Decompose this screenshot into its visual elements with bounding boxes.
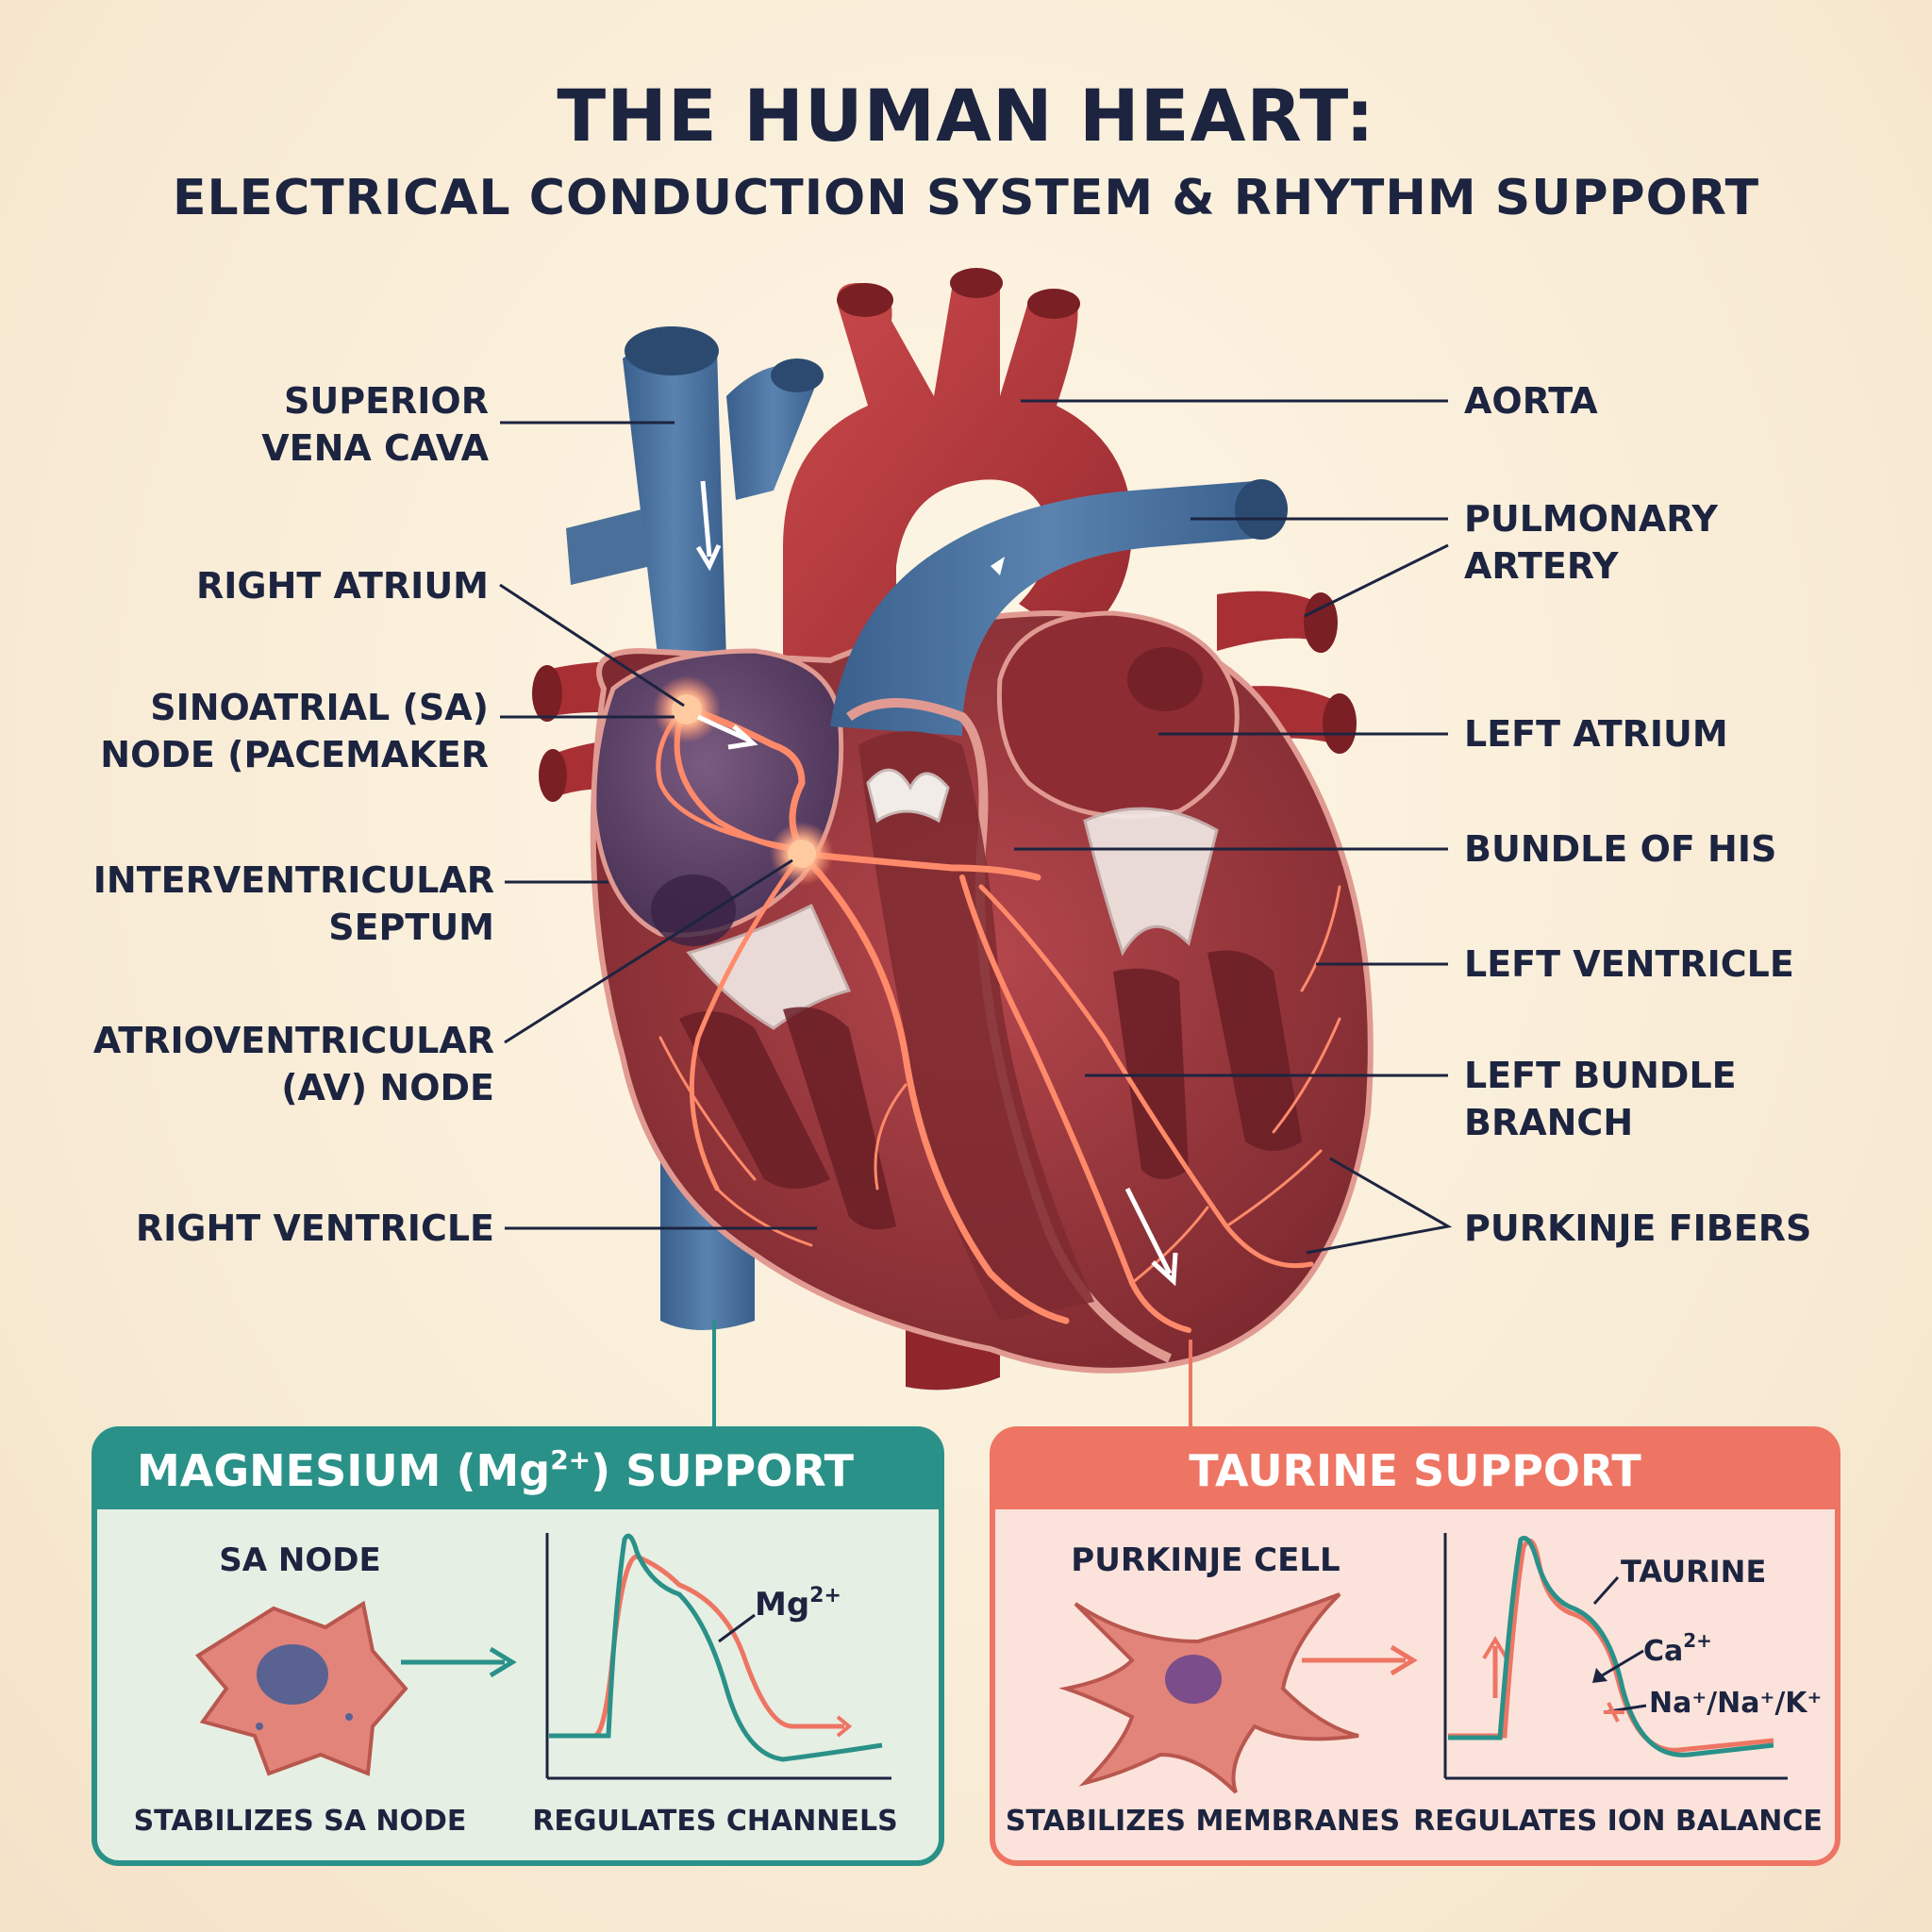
av-node <box>788 840 816 868</box>
label-line: PURKINJE FIBERS <box>1464 1208 1812 1249</box>
taurine-panel: TAURINE SUPPORT PURKINJE CELL TAURINE C <box>990 1426 1840 1866</box>
label-line: RIGHT VENTRICLE <box>135 1208 494 1249</box>
label-line: BUNDLE OF HIS <box>1464 828 1777 870</box>
label-line: LEFT ATRIUM <box>1464 713 1728 755</box>
taurine-caption-right: REGULATES ION BALANCE <box>1413 1805 1823 1838</box>
label-line: SUPERIOR <box>284 380 489 422</box>
magnesium-panel: MAGNESIUM (Mg2+) SUPPORT SA NODE Mg2+ ST… <box>92 1426 944 1866</box>
label-left-atrium: LEFT ATRIUM <box>1464 710 1728 758</box>
magnesium-caption-left: STABILIZES SA NODE <box>134 1805 467 1838</box>
label-line: VENA CAVA <box>261 427 489 469</box>
magnesium-caption-right: REGULATES CHANNELS <box>532 1805 897 1838</box>
label-line: SEPTUM <box>328 907 494 948</box>
label-line: BRANCH <box>1464 1102 1634 1143</box>
label-line: ATRIOVENTRICULAR <box>92 1020 494 1061</box>
sa-node-cell-label: SA NODE <box>219 1541 380 1579</box>
ca-graph-label: Ca2+ <box>1643 1629 1712 1668</box>
label-av-node: ATRIOVENTRICULAR (AV) NODE <box>93 1017 494 1111</box>
label-bundle-of-his: BUNDLE OF HIS <box>1464 825 1776 873</box>
label-left-bundle-branch: LEFT BUNDLE BRANCH <box>1464 1052 1737 1146</box>
label-aorta: AORTA <box>1464 377 1598 425</box>
leader-lines <box>499 399 1453 1255</box>
label-left-ventricle: LEFT VENTRICLE <box>1464 941 1794 988</box>
label-line: NODE (PACEMAKER <box>100 734 489 775</box>
label-line: ARTERY <box>1464 545 1619 587</box>
magnesium-panel-title: MAGNESIUM (Mg2+) SUPPORT <box>137 1444 855 1496</box>
superior-vena-cava <box>566 326 824 679</box>
page-subtitle: ELECTRICAL CONDUCTION SYSTEM & RHYTHM SU… <box>172 170 1760 226</box>
label-sa-node: SINOATRIAL (SA) NODE (PACEMAKER <box>100 684 489 778</box>
mg-graph-label: Mg2+ <box>755 1584 841 1624</box>
taurine-caption-left: STABILIZES MEMBRANES <box>1006 1805 1400 1838</box>
label-right-atrium: RIGHT ATRIUM <box>196 562 489 609</box>
ions-graph-label: Na⁺/Na⁺/K⁺ <box>1649 1687 1822 1720</box>
purkinje-cell-label: PURKINJE CELL <box>1071 1541 1340 1579</box>
label-purkinje-fibers: PURKINJE FIBERS <box>1464 1205 1811 1252</box>
label-line: PULMONARY <box>1464 498 1718 540</box>
aorta <box>783 268 1132 717</box>
label-interventricular-septum: INTERVENTRICULAR SEPTUM <box>93 857 494 951</box>
conduction-pathways <box>656 704 1341 1333</box>
pulmonary-artery <box>830 479 1288 736</box>
label-line: LEFT BUNDLE <box>1464 1055 1737 1096</box>
label-line: SINOATRIAL (SA) <box>150 687 489 728</box>
label-line: RIGHT ATRIUM <box>196 565 489 607</box>
taurine-graph-label: TAURINE <box>1621 1554 1766 1590</box>
label-superior-vena-cava: SUPERIOR VENA CAVA <box>261 377 489 472</box>
page-title: THE HUMAN HEART: <box>557 74 1375 158</box>
heart-valves <box>686 768 1219 1030</box>
magnesium-graph: Mg2+ <box>545 1533 891 1780</box>
taurine-graph: TAURINE Ca2+ Na⁺/Na⁺/K⁺ <box>1443 1533 1822 1780</box>
label-line: INTERVENTRICULAR <box>92 859 494 901</box>
taurine-panel-title: TAURINE SUPPORT <box>1189 1445 1641 1496</box>
label-line: (AV) NODE <box>281 1067 494 1108</box>
flow-arrows <box>696 714 1178 1287</box>
label-line: AORTA <box>1464 380 1598 422</box>
label-line: LEFT VENTRICLE <box>1464 943 1794 985</box>
label-right-ventricle: RIGHT VENTRICLE <box>136 1205 494 1252</box>
septum-muscle <box>858 731 1094 1321</box>
label-pulmonary-artery: PULMONARY ARTERY <box>1464 495 1718 590</box>
ventricle-muscle-fibers <box>679 950 1302 1230</box>
